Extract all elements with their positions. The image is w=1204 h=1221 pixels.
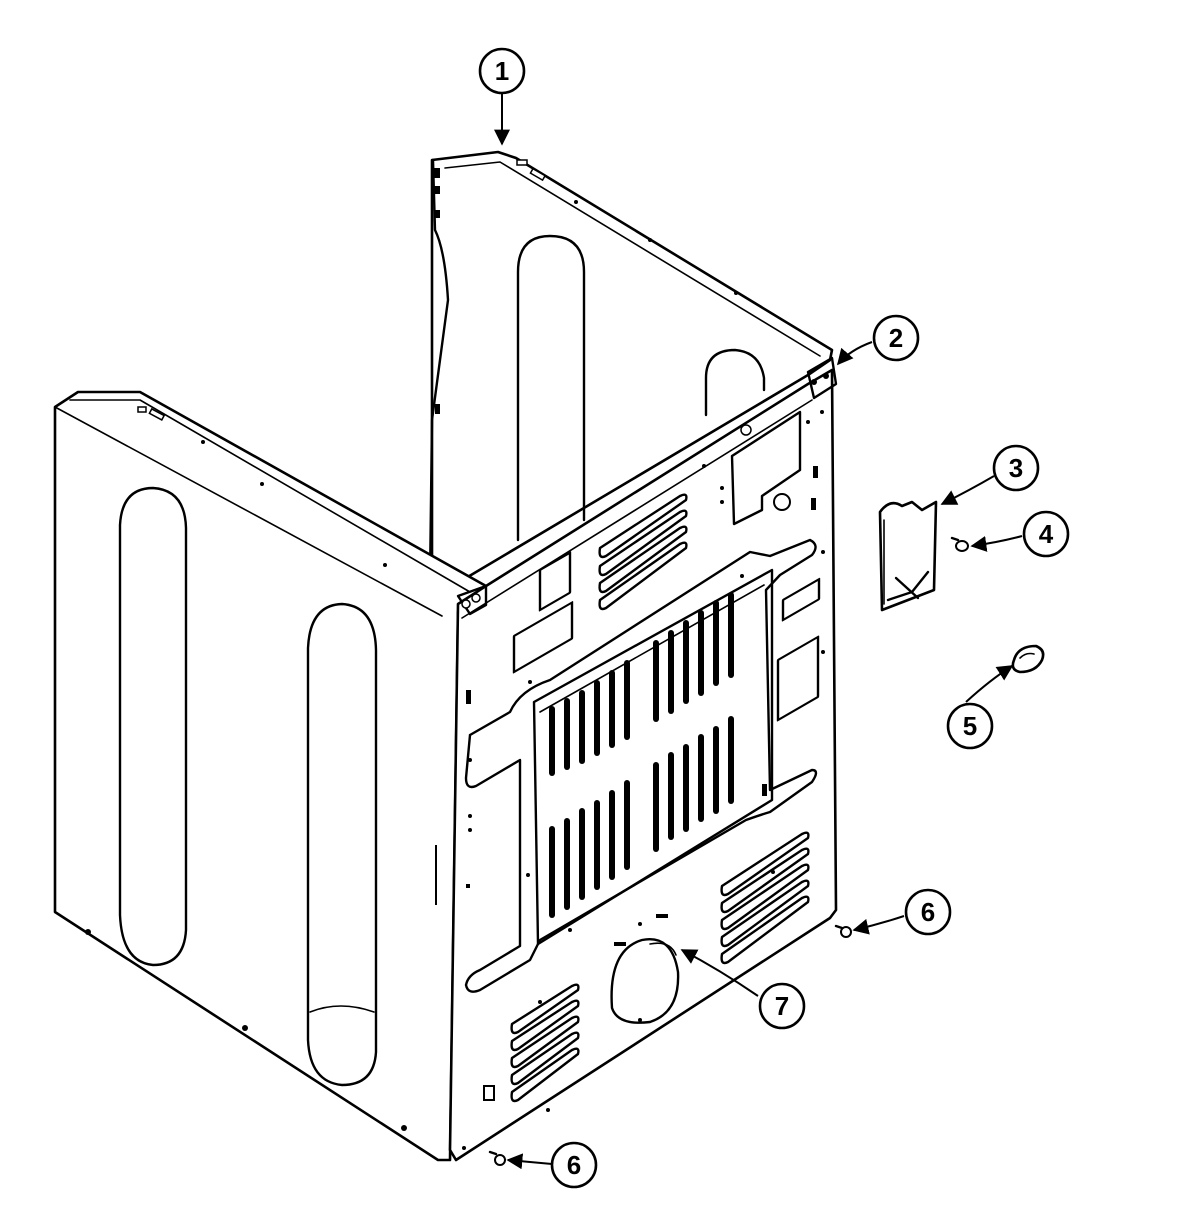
rear-panel-lower-left-louvers	[510, 983, 580, 1103]
plug-part-5	[1011, 644, 1045, 674]
callout-6-bottom-label: 6	[567, 1150, 581, 1180]
rear-panel-vent-slots	[549, 592, 734, 918]
leader-lines	[494, 93, 1023, 1170]
rear-panel-upper-louvers	[598, 493, 688, 611]
callout-2: 2	[872, 314, 920, 362]
callout-6-right-label: 6	[921, 897, 935, 927]
cabinet-rear-panel	[448, 368, 838, 1162]
callout-1: 1	[478, 47, 526, 95]
rear-panel-lower-right-louvers	[720, 831, 810, 965]
callout-4: 4	[1022, 510, 1070, 558]
cabinet-left-side-panel	[53, 390, 488, 1162]
callout-3-label: 3	[1009, 453, 1023, 483]
callout-2-label: 2	[889, 323, 903, 353]
callout-3: 3	[992, 444, 1040, 492]
callout-7: 7	[758, 982, 806, 1030]
callout-4-label: 4	[1039, 519, 1054, 549]
screw-part-6-bottom	[488, 1150, 506, 1166]
callout-6-right: 6	[904, 888, 952, 936]
callout-5: 5	[946, 702, 994, 750]
corner-bracket	[806, 356, 838, 400]
callout-6-bottom: 6	[550, 1141, 598, 1189]
callout-1-label: 1	[495, 56, 509, 86]
callout-5-label: 5	[963, 711, 977, 741]
callout-7-label: 7	[775, 991, 789, 1021]
screw-part-6-right	[834, 924, 852, 938]
screw-part-4	[950, 536, 969, 552]
cover-plate	[878, 500, 938, 612]
exhaust-opening	[610, 937, 680, 1024]
